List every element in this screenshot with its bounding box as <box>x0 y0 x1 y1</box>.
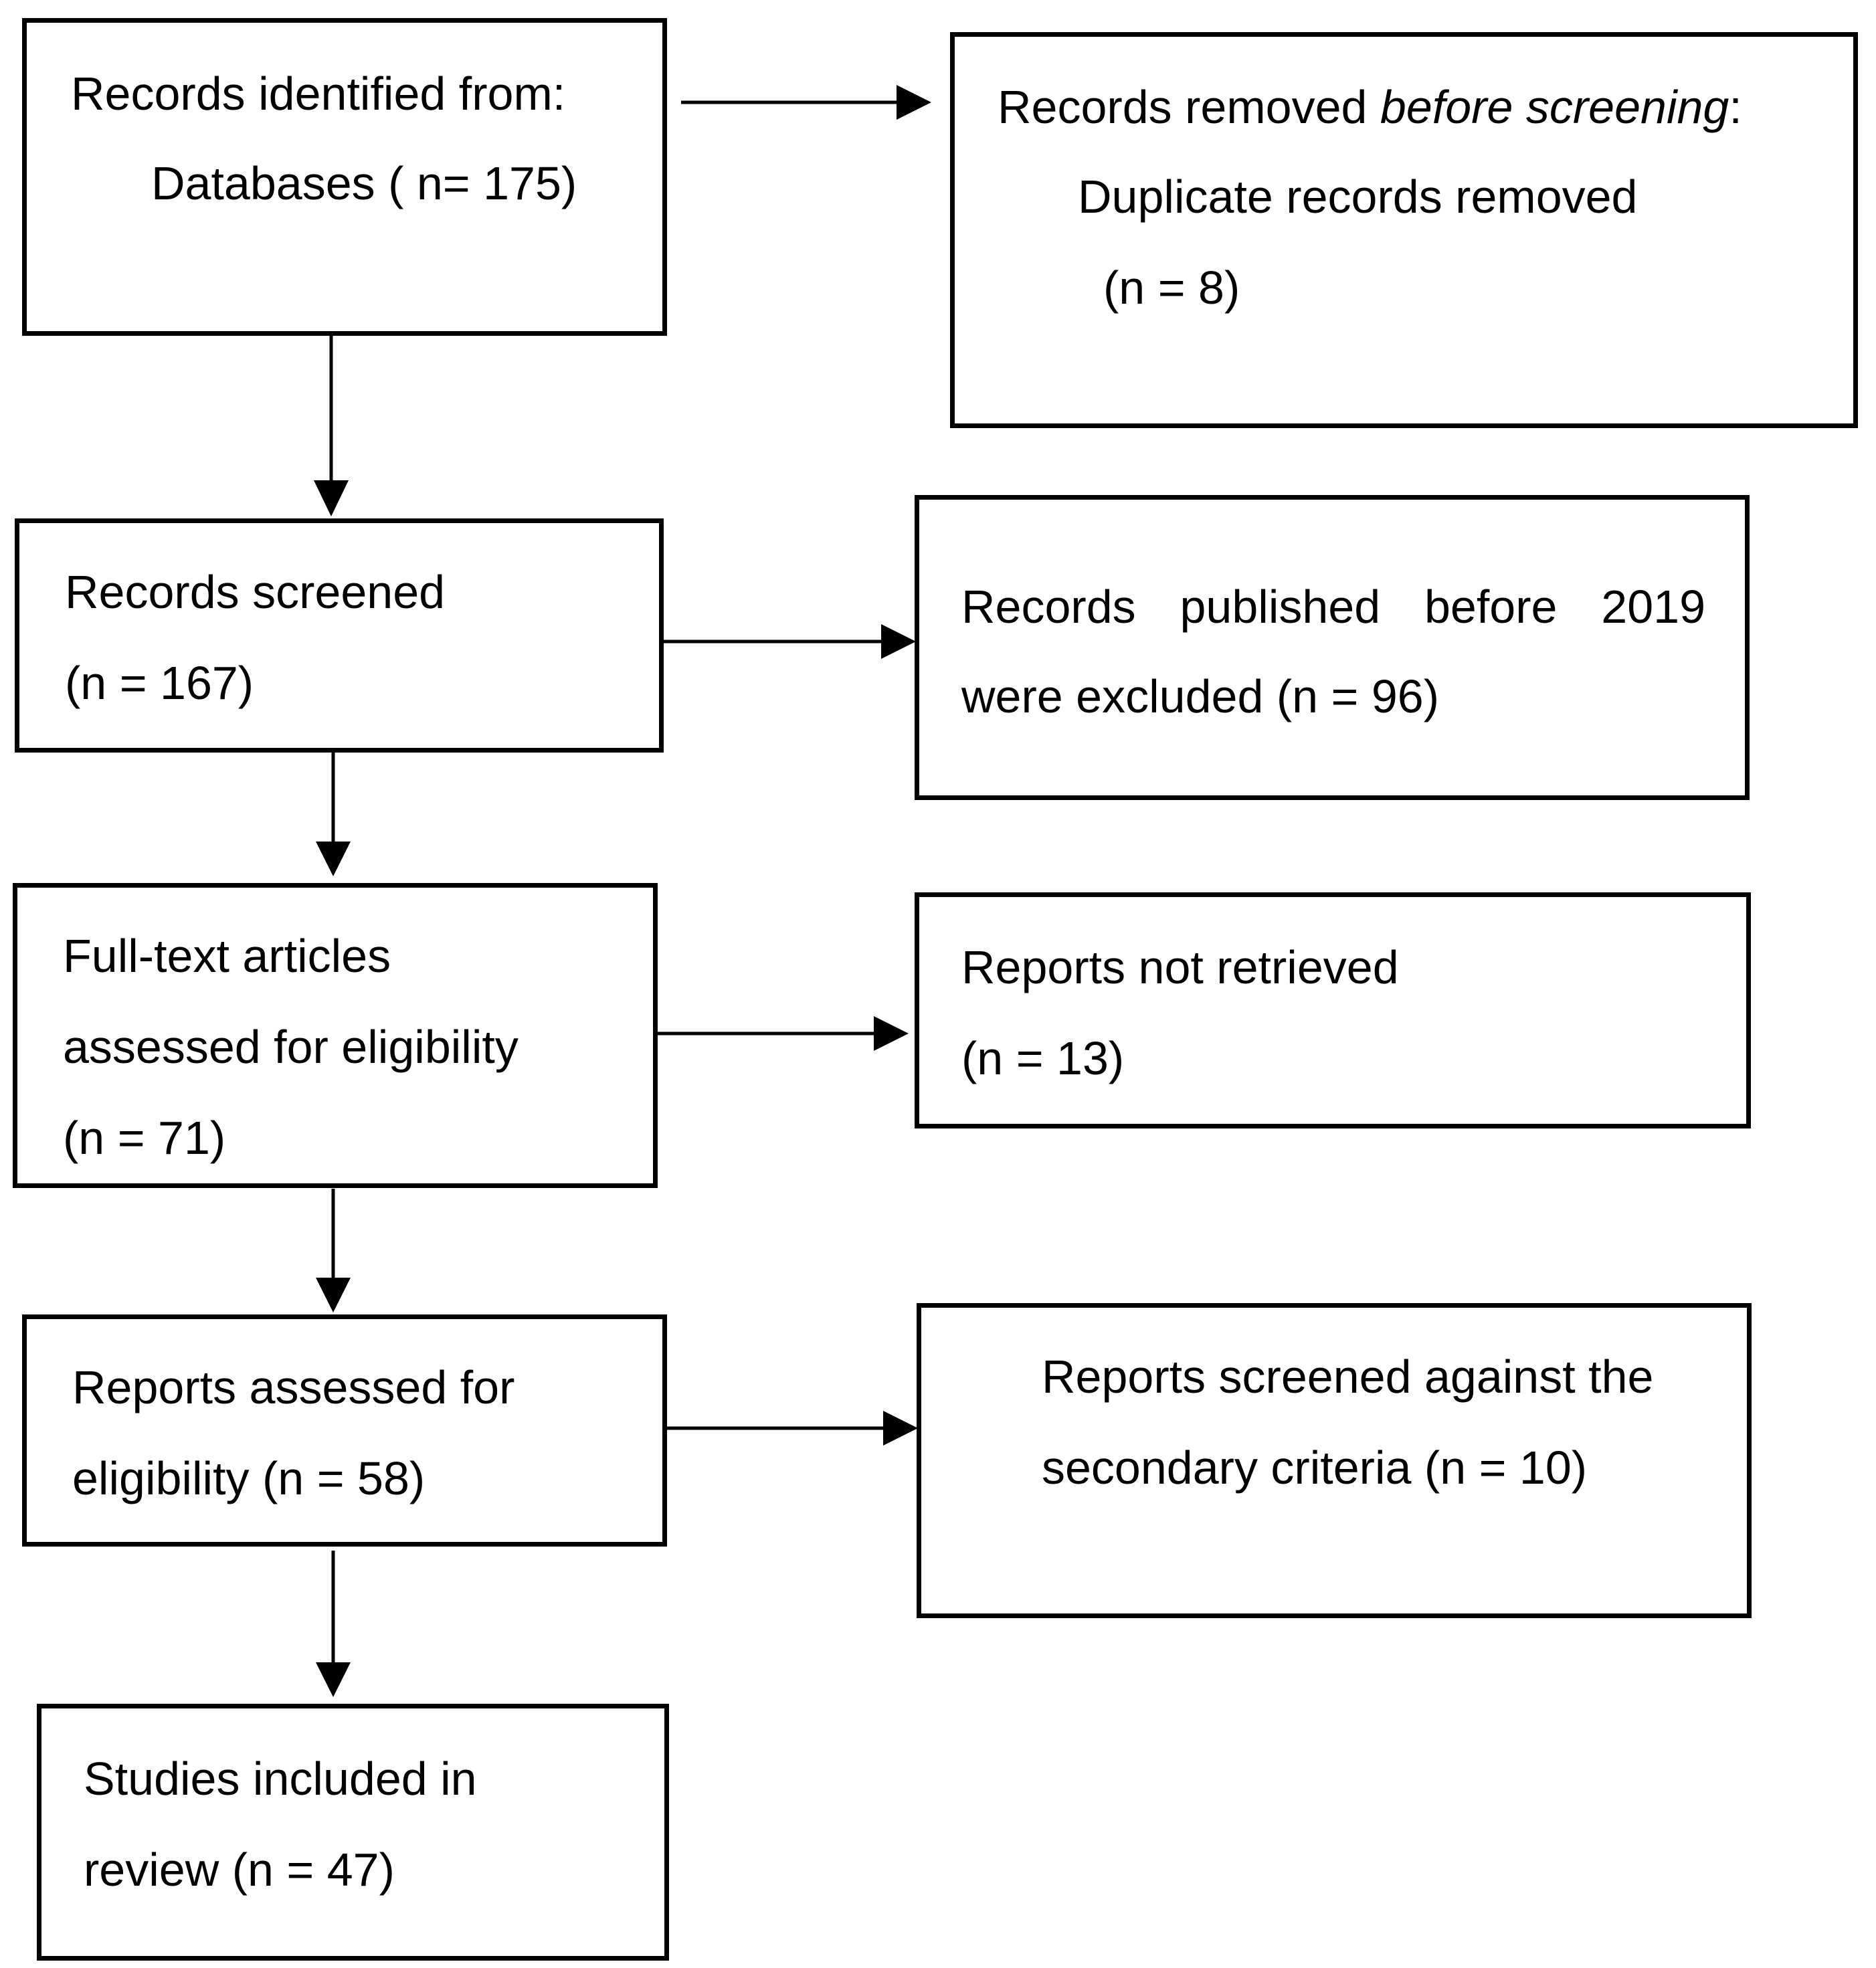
reports-assessed-box: Reports assessed for eligibility (n = 58… <box>22 1314 667 1547</box>
secondary-line2: secondary criteria (n = 10) <box>1042 1442 1588 1494</box>
excluded-line2: were excluded (n = 96) <box>961 670 1440 722</box>
arrowhead-right-icon <box>883 1411 918 1446</box>
removed-line1: Records removed before screening: <box>998 84 1742 130</box>
screened-box: Records screened (n = 167) <box>15 518 664 753</box>
excluded-before-2019-box: Records published before 2019 were exclu… <box>915 495 1750 800</box>
removed-line1-prefix: Records removed <box>998 81 1380 133</box>
identification-line1: Records identified from: <box>71 68 566 120</box>
removed-line3: (n = 8) <box>1103 262 1240 314</box>
arrowhead-right-icon <box>874 1016 909 1051</box>
included-line1: Studies included in <box>84 1753 477 1805</box>
arrowhead-down-icon <box>316 842 351 876</box>
arrowhead-down-icon <box>316 1278 351 1312</box>
fulltext-line3: (n = 71) <box>63 1112 226 1164</box>
screened-line1: Records screened <box>65 566 446 618</box>
excluded-line1: Records published before 2019 <box>961 581 1705 633</box>
removed-line2: Duplicate records removed <box>1078 171 1638 223</box>
removed-line1-suffix: : <box>1729 81 1742 133</box>
not-retrieved-line1: Reports not retrieved <box>961 941 1399 993</box>
removed-line1-italic: before screening <box>1380 81 1729 133</box>
arrowhead-down-icon <box>314 480 349 516</box>
secondary-criteria-box: Reports screened against the secondary c… <box>917 1303 1752 1618</box>
fulltext-assessed-box: Full-text articles assessed for eligibil… <box>13 883 658 1188</box>
included-line2: review (n = 47) <box>84 1844 395 1896</box>
reports-assessed-line1: Reports assessed for <box>72 1361 515 1413</box>
not-retrieved-box: Reports not retrieved (n = 13) <box>915 892 1751 1128</box>
fulltext-line2: assessed for eligibility <box>63 1021 519 1073</box>
secondary-line1: Reports screened against the <box>1042 1351 1654 1403</box>
fulltext-line1: Full-text articles <box>63 930 391 982</box>
screened-line2: (n = 167) <box>65 657 254 709</box>
identification-box: Records identified from: Databases ( n= … <box>22 18 667 336</box>
arrowhead-down-icon <box>316 1662 351 1697</box>
reports-assessed-line2: eligibility (n = 58) <box>72 1452 426 1504</box>
removed-before-screening-box: Records removed before screening: Duplic… <box>950 32 1858 428</box>
identification-line2: Databases ( n= 175) <box>151 157 577 209</box>
arrowhead-right-icon <box>881 624 916 659</box>
arrowhead-right-icon <box>897 85 931 120</box>
not-retrieved-line2: (n = 13) <box>961 1032 1125 1084</box>
included-box: Studies included in review (n = 47) <box>37 1704 669 1961</box>
